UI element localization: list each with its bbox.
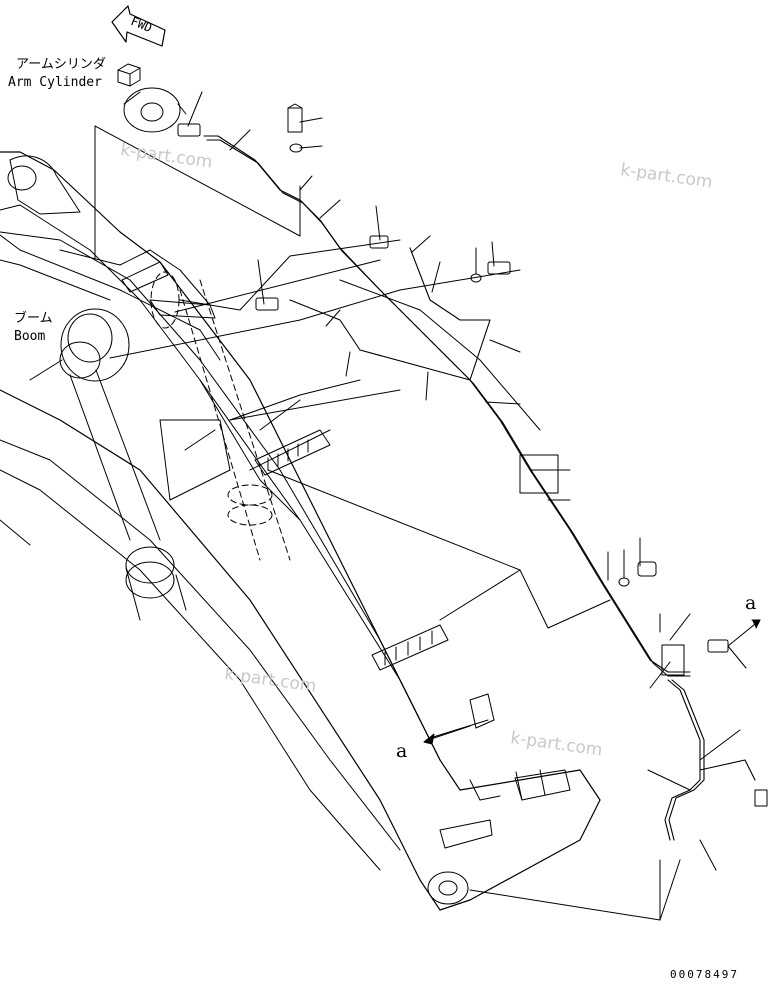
reference-mark-boom: a xyxy=(396,740,408,762)
boom-label-jp: ブーム xyxy=(14,311,53,326)
arm-cylinder-leader xyxy=(94,125,301,259)
callout-leaders xyxy=(187,91,747,871)
arm-cylinder-head xyxy=(117,63,187,133)
boom-foot-pin xyxy=(29,308,187,621)
boom-top-plates xyxy=(0,234,221,361)
drawing-number: 00078497 xyxy=(670,968,739,981)
hydraulic-pipe xyxy=(203,135,756,841)
pipe-clamps xyxy=(121,261,495,729)
arm-cylinder-label-en: Arm Cylinder xyxy=(8,75,102,90)
assembly-leaders xyxy=(109,239,681,921)
arm-cylinder-label-jp: アームシリンダ xyxy=(16,57,106,72)
boom-nose-bracket xyxy=(427,769,571,905)
hidden-cylinder xyxy=(150,271,291,561)
reference-arrow-right xyxy=(727,619,761,647)
boom-body xyxy=(0,151,601,911)
fwd-arrow-icon xyxy=(111,5,166,47)
reference-mark-right: a xyxy=(745,592,757,614)
boom-label-en: Boom xyxy=(14,329,46,344)
reference-arrow-boom xyxy=(423,725,471,745)
